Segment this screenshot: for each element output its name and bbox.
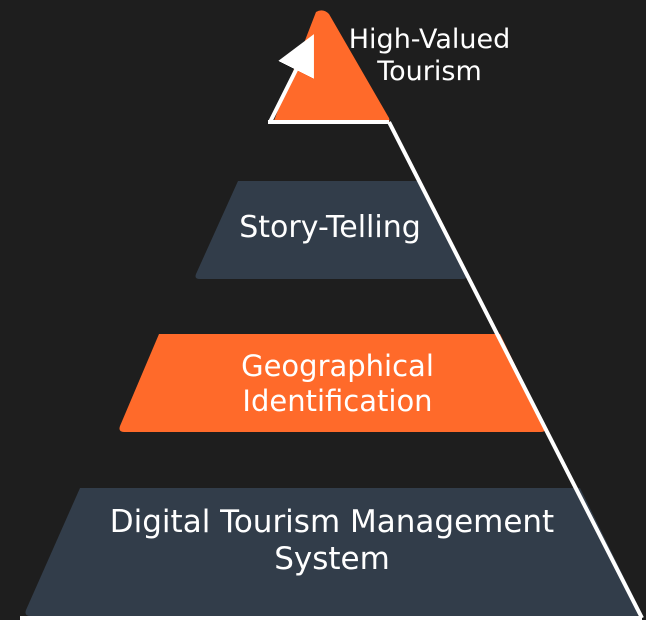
level-label-geographical-identification: Geographical Identification xyxy=(241,349,434,419)
pyramid-level-story-shape xyxy=(195,181,467,279)
pyramid-level-top-shape xyxy=(274,10,390,124)
level-label-digital-tourism-management: Digital Tourism Management System xyxy=(109,504,555,578)
level-label-high-valued-tourism: High-Valued Tourism xyxy=(348,24,511,88)
pyramid-level-geo-shape xyxy=(119,334,546,432)
right-edge-line xyxy=(387,121,644,619)
level-label-story-telling: Story-Telling xyxy=(239,210,421,245)
pyramid-level-digital-shape xyxy=(25,488,641,616)
up-arrow xyxy=(268,34,314,123)
